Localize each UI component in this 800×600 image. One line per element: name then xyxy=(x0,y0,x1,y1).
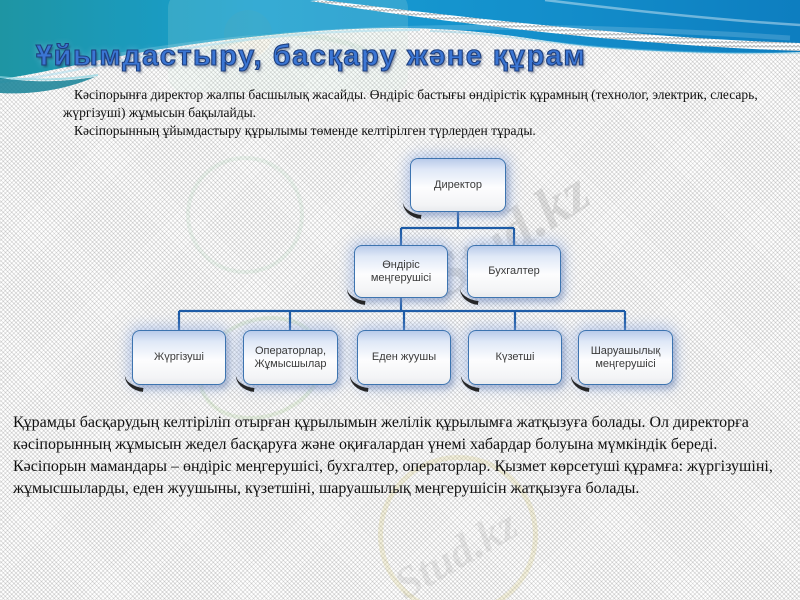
org-node-driver: Жүргізуші xyxy=(123,330,226,393)
org-node-label: Жүргізуші xyxy=(154,351,204,363)
org-node-floor-cleaner: Еден жуушы xyxy=(348,330,451,393)
org-node-household-manager: Шаруашылық меңгерушісі xyxy=(569,330,673,393)
banner-teal-tail-highlight xyxy=(0,74,99,81)
org-node-label: Өндіріс меңгерушісі xyxy=(370,258,432,284)
banner-teal-tail xyxy=(0,77,95,94)
banner-main-wave xyxy=(0,0,800,79)
outro-paragraph-1: Құрамды басқарудың келтіріліп отырған құ… xyxy=(13,414,749,453)
org-node-accountant: Бухгалтер xyxy=(458,245,561,306)
intro-paragraph-1: Кәсіпорынға директор жалпы басшылық жаса… xyxy=(63,87,758,120)
outro-text-block: Құрамды басқарудың келтіріліп отырған құ… xyxy=(13,412,791,500)
org-node-production-manager: Өндіріс меңгерушісі xyxy=(345,245,448,306)
org-node-label: Шаруашылық меңгерушісі xyxy=(590,344,661,370)
org-node-guard: Күзетші xyxy=(459,330,562,393)
org-node-label: Директор xyxy=(434,178,482,191)
banner-waves xyxy=(0,0,800,94)
banner-white-echo-line xyxy=(544,0,800,27)
slide-title: Ұйымдастыру, басқару және құрам xyxy=(35,39,587,72)
banner-cyan-accent-left xyxy=(0,28,421,84)
intro-text-block: Кәсіпорынға директор жалпы басшылық жаса… xyxy=(63,86,779,140)
org-node-label: Бухгалтер xyxy=(488,265,540,277)
outro-paragraph-2: Кәсіпорын мамандары – өндіріс меңгерушіс… xyxy=(13,458,773,497)
banner-white-band xyxy=(310,0,800,51)
banner-gloss-highlight xyxy=(119,24,791,58)
org-node-label: Күзетші xyxy=(495,351,535,363)
org-node-director: Директор xyxy=(401,158,506,220)
banner-cyan-accent-right xyxy=(429,30,800,55)
org-node-operators-workers: Операторлар, Жұмысшылар xyxy=(234,330,338,393)
org-node-label: Операторлар, Жұмысшылар xyxy=(254,344,327,370)
intro-paragraph-2: Кәсіпорынның ұйымдастыру құрылымы төменд… xyxy=(74,123,536,138)
org-node-label: Еден жуушы xyxy=(371,351,437,363)
